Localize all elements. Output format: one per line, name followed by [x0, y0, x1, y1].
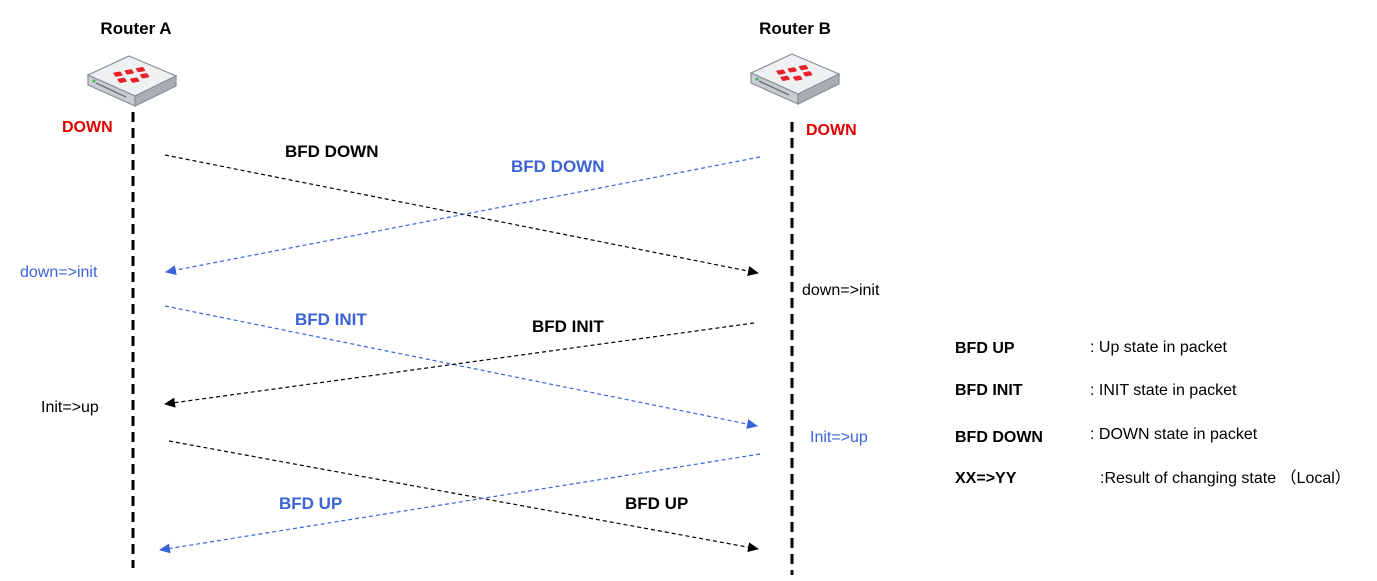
label-b-to-a-up: BFD UP [279, 494, 342, 513]
legend-term: BFD UP [955, 340, 1015, 357]
router-a-state: DOWN [62, 119, 113, 136]
transition-a-init-up: Init=>up [41, 399, 99, 416]
router-b-icon [749, 53, 841, 105]
label-a-to-b-down: BFD DOWN [285, 142, 378, 161]
arrow-b-to-a-up [159, 453, 761, 554]
legend-term: BFD INIT [955, 382, 1023, 399]
legend-term: BFD DOWN [955, 429, 1043, 446]
arrow-a-to-b-down [164, 154, 759, 276]
router-b-title: Router B [759, 19, 831, 38]
router-b-state: DOWN [806, 122, 857, 139]
arrow-b-to-a-down [165, 156, 761, 276]
legend-desc: : Up state in packet [1090, 339, 1228, 356]
arrow-a-to-b-init [164, 305, 758, 429]
label-b-to-a-down: BFD DOWN [511, 157, 604, 176]
label-b-to-a-init: BFD INIT [532, 317, 604, 336]
legend-desc: :Result of changing state （Local） [1100, 469, 1351, 487]
transition-b-init-up: Init=>up [810, 429, 868, 446]
label-a-to-b-up: BFD UP [625, 494, 688, 513]
arrow-a-to-b-up [168, 440, 759, 553]
arrow-b-to-a-init [164, 322, 755, 408]
label-a-to-b-init: BFD INIT [295, 310, 367, 329]
router-a-icon [86, 55, 178, 107]
transition-a-down-init: down=>init [20, 264, 98, 281]
legend-desc: : DOWN state in packet [1090, 426, 1258, 443]
router-a-title: Router A [100, 19, 171, 38]
transition-b-down-init: down=>init [802, 282, 880, 299]
legend-term: XX=>YY [955, 470, 1017, 487]
legend: BFD UP : Up state in packet BFD INIT : I… [955, 339, 1351, 487]
legend-desc: : INIT state in packet [1090, 382, 1237, 399]
